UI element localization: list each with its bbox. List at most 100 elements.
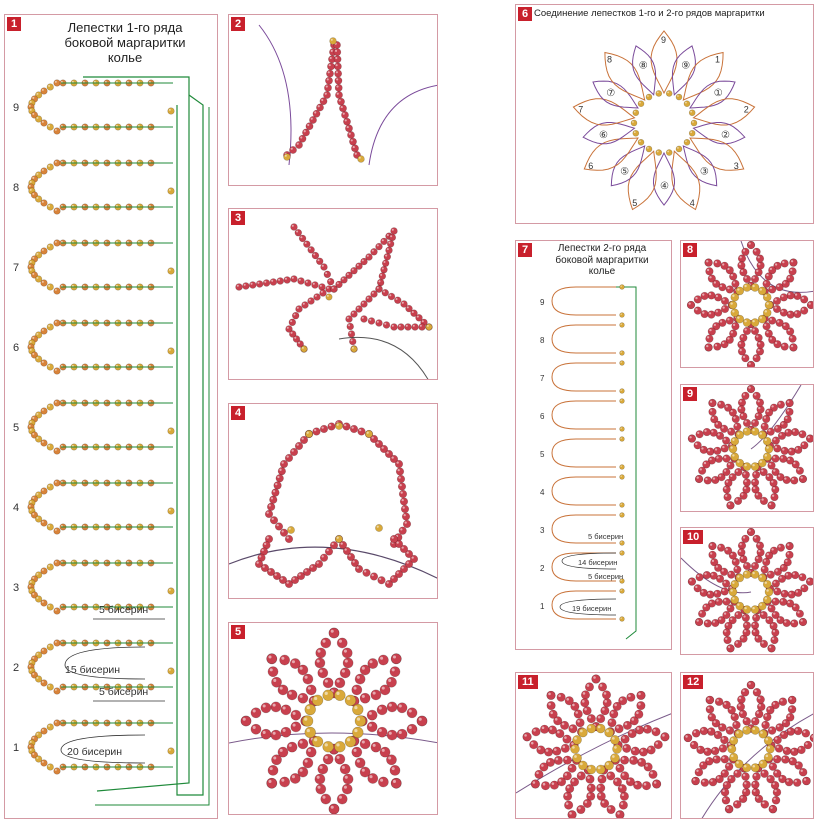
bead xyxy=(771,493,779,501)
bead-highlight xyxy=(42,489,44,491)
bead-highlight xyxy=(344,786,347,789)
bead-highlight xyxy=(713,621,715,623)
bead-highlight xyxy=(732,310,734,312)
bead xyxy=(721,770,729,778)
bead xyxy=(407,708,417,718)
bead xyxy=(620,285,625,290)
bead-highlight xyxy=(716,599,718,601)
bead-highlight xyxy=(379,578,381,580)
bead-highlight xyxy=(639,140,641,142)
bead-highlight xyxy=(744,572,746,574)
bead xyxy=(755,412,763,420)
bead-highlight xyxy=(409,726,412,729)
bead-highlight xyxy=(802,443,804,445)
bead xyxy=(54,528,61,535)
bead xyxy=(637,758,646,767)
bead-highlight xyxy=(302,347,304,349)
bead-highlight xyxy=(667,151,669,153)
bead-highlight xyxy=(708,592,710,594)
bead-highlight xyxy=(734,722,736,724)
bead-highlight xyxy=(730,618,732,620)
bead-highlight xyxy=(42,121,44,123)
bead-highlight xyxy=(789,592,791,594)
bead-highlight xyxy=(710,401,712,403)
bead-highlight xyxy=(709,458,711,460)
bead xyxy=(376,286,383,293)
bead xyxy=(529,740,538,749)
bead xyxy=(47,364,54,371)
count-label: 5 бисерин xyxy=(99,604,148,616)
panel-number: 11 xyxy=(518,675,538,689)
panel-number: 8 xyxy=(683,243,697,257)
bead-highlight xyxy=(695,586,697,588)
bead xyxy=(302,302,309,309)
bead-highlight xyxy=(257,562,259,564)
bead-highlight xyxy=(775,446,777,448)
bead xyxy=(777,401,785,409)
bead-highlight xyxy=(685,140,687,142)
bead-highlight xyxy=(762,567,764,569)
bead-highlight xyxy=(740,400,742,402)
bead-highlight xyxy=(349,133,351,135)
bead xyxy=(603,699,612,708)
bead-highlight xyxy=(772,783,774,785)
bead-highlight xyxy=(709,293,711,295)
bead xyxy=(706,335,714,343)
photo-panel-11: 11 xyxy=(515,672,672,819)
bead xyxy=(780,309,788,317)
bead-highlight xyxy=(767,746,770,749)
bead xyxy=(724,493,732,501)
bead-highlight xyxy=(580,730,583,733)
bead-highlight xyxy=(347,126,349,128)
bead-highlight xyxy=(698,747,700,749)
center-bead xyxy=(656,150,662,156)
bead-highlight xyxy=(273,490,275,492)
bead-highlight xyxy=(766,589,768,591)
center-bead xyxy=(684,139,690,145)
bead-highlight xyxy=(753,564,755,566)
bead xyxy=(705,259,713,267)
bead-highlight xyxy=(313,253,315,255)
bead-highlight xyxy=(29,585,31,587)
bead-highlight xyxy=(724,783,726,785)
bead xyxy=(608,719,617,728)
center-bead xyxy=(312,736,323,747)
bead-highlight xyxy=(343,113,345,115)
bead-highlight xyxy=(392,767,395,770)
bead-highlight xyxy=(327,78,329,80)
bead xyxy=(315,658,325,668)
bead-highlight xyxy=(720,320,722,322)
center-bead xyxy=(355,716,366,727)
bead xyxy=(762,558,770,566)
bead xyxy=(316,648,326,658)
bead xyxy=(620,756,629,765)
bead-highlight xyxy=(48,765,50,767)
bead xyxy=(701,779,709,787)
bead-highlight xyxy=(712,560,714,562)
bead xyxy=(698,610,706,618)
bead xyxy=(740,412,748,420)
bead xyxy=(268,667,278,677)
bead-highlight xyxy=(711,573,713,575)
bead xyxy=(315,560,323,568)
bead-highlight xyxy=(715,344,717,346)
bead xyxy=(741,688,749,696)
bead-highlight xyxy=(701,447,703,449)
bead xyxy=(723,781,731,789)
bead xyxy=(387,730,397,740)
thread-path xyxy=(83,77,189,791)
bead-highlight xyxy=(708,449,710,451)
bead-highlight xyxy=(725,495,727,497)
bead xyxy=(263,280,270,287)
bead-highlight xyxy=(716,310,718,312)
bead-highlight xyxy=(267,537,269,539)
bead-highlight xyxy=(736,470,738,472)
bead-highlight xyxy=(42,601,44,603)
bead xyxy=(47,404,54,411)
bead-highlight xyxy=(32,737,34,739)
bead xyxy=(756,542,764,550)
bead xyxy=(620,465,625,470)
bead xyxy=(620,541,625,546)
bead-highlight xyxy=(781,310,783,312)
bead xyxy=(726,727,734,735)
